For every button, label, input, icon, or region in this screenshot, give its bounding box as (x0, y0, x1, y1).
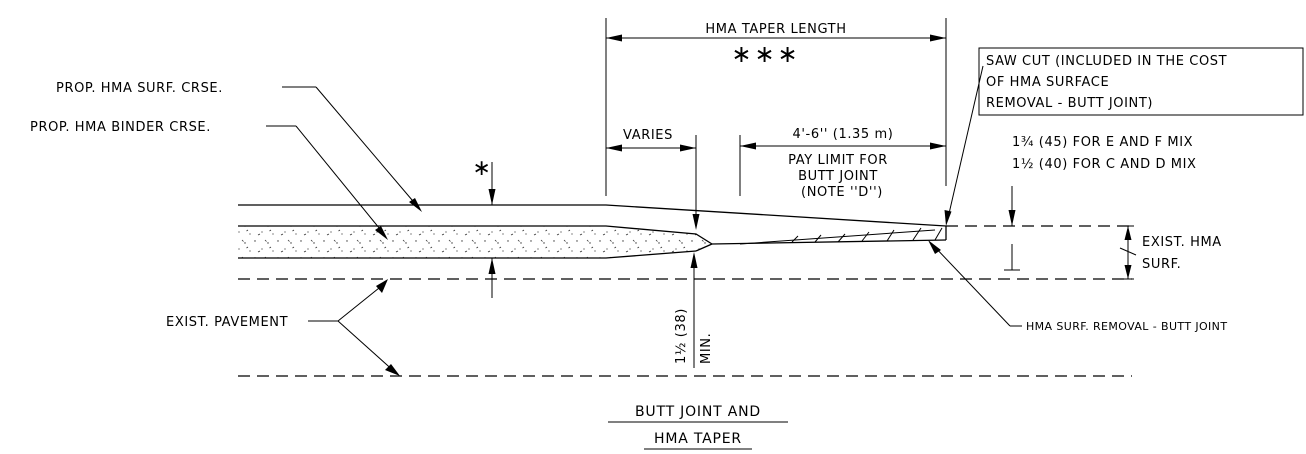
varies-label: VARIES (623, 128, 673, 143)
saw-cut-line-2: OF HMA SURFACE (986, 75, 1109, 90)
removal-leader (928, 240, 1022, 327)
exist-pavement-leader (308, 279, 400, 376)
min-depth-dimension (690, 252, 698, 368)
title-line-2: HMA TAPER (654, 431, 742, 447)
removal-label: HMA SURF. REMOVAL - BUTT JOINT (1026, 320, 1227, 333)
butt-joint-dimension (739, 135, 946, 196)
min-depth-label: 1½ (38) (674, 308, 689, 364)
min-label: MIN. (699, 333, 714, 364)
exist-hma-line-1: EXIST. HMA (1142, 235, 1222, 250)
surf-crse-label: PROP. HMA SURF. CRSE. (56, 81, 223, 96)
binder-nose (695, 243, 713, 252)
pay-limit-line-2: BUTT JOINT (798, 169, 878, 184)
taper-length-label: HMA TAPER LENGTH (705, 22, 846, 37)
surf-crse-leader (282, 86, 422, 212)
binder-crse-label: PROP. HMA BINDER CRSE. (30, 120, 211, 135)
exist-pavement-label: EXIST. PAVEMENT (166, 315, 288, 330)
binder-course-bottom (238, 250, 697, 259)
surf-thickness-dimension (488, 162, 496, 298)
mix-ef-label: 1¾ (45) FOR E AND F MIX (1012, 135, 1193, 150)
saw-cut-leader (944, 65, 984, 226)
taper-length-dimension (605, 18, 947, 196)
binder-crse-leader (266, 125, 388, 240)
varies-dimension (606, 135, 700, 230)
exist-hma-line-2: SURF. (1142, 257, 1181, 272)
removal-hatch (739, 227, 943, 245)
binder-course-fill (238, 226, 712, 258)
mix-cd-label: 1½ (40) FOR C AND D MIX (1012, 157, 1197, 172)
butt-joint-length-label: 4'-6'' (1.35 m) (793, 127, 894, 142)
surface-course-top (238, 204, 947, 227)
taper-length-stars: ∗∗∗ (731, 40, 800, 68)
saw-cut-line-3: REMOVAL - BUTT JOINT) (986, 96, 1153, 111)
title-line-1: BUTT JOINT AND (635, 404, 761, 420)
mix-thickness-dimension (1004, 186, 1020, 271)
exist-hma-surf-brace (1119, 225, 1137, 280)
binder-course-top (238, 225, 713, 245)
thickness-star: ∗ (472, 156, 491, 181)
saw-cut-line-1: SAW CUT (INCLUDED IN THE COST (986, 54, 1227, 69)
pay-limit-line-1: PAY LIMIT FOR (788, 153, 888, 168)
pay-limit-line-3: (NOTE ''D'') (801, 185, 883, 200)
